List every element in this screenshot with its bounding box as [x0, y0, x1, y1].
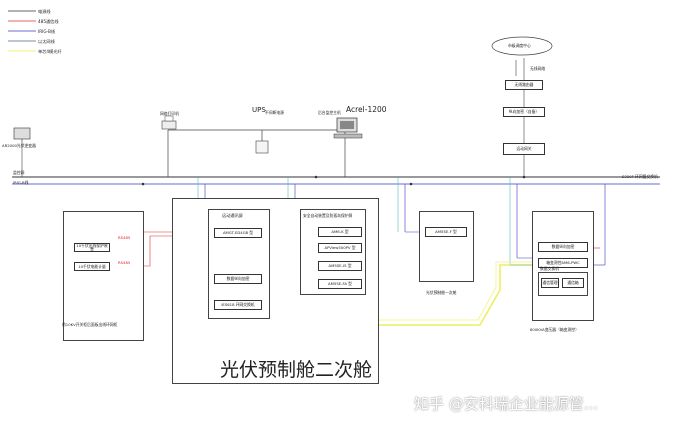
remote-device-2: 数据纵向加密: [214, 274, 262, 284]
printer-icon: [161, 115, 177, 130]
protection-panel-title: 安全自动装置及防孤岛保护屏: [303, 213, 353, 218]
transformer-device-5-label: 数据交换机: [540, 266, 559, 271]
left-cabinet: [63, 211, 144, 341]
transformer-device-3: 通信管理: [541, 278, 559, 288]
transformer-device-4: 通信箱: [562, 278, 584, 288]
wireless-network-label: 无线网络: [530, 66, 546, 71]
pv-device: AM5SE-F 型: [425, 227, 467, 237]
watermark: 知乎 @安科瑞企业能源管...: [414, 395, 599, 413]
protection-device-3: AM5SE-IS 型: [318, 261, 362, 271]
acrel-prefix-label: 后台监控主机: [318, 110, 341, 115]
acrel-model-label: Acrel-1200: [346, 105, 387, 114]
left-device-2-label: 10千伏电能计量: [78, 263, 106, 269]
dispatch-cloud-icon: [491, 36, 553, 56]
left-device-2: 10千伏电能计量: [74, 262, 110, 271]
wireless-router-box: 无线路由器: [505, 80, 543, 90]
remote-device-3: IES618 环网交换机: [214, 300, 262, 310]
remote-gateway-box: 远动网关: [503, 143, 545, 155]
pv-cabinet-title: 光伏预制舱一次舱: [426, 290, 457, 295]
satellite-icon: [13, 127, 31, 145]
remote-device-1-label: AMGT-ED4G8 型: [222, 230, 254, 235]
protection-device-4: AM5SE-FA 型: [318, 279, 362, 289]
legend-item-power: 电源线: [38, 9, 51, 14]
legend-item-fiber: 单芯4模光纤: [38, 49, 62, 54]
computer-icon: [333, 117, 363, 139]
transformer-device-1: 数据纵向加密: [538, 242, 588, 252]
printer-label: 网络打印机: [160, 111, 179, 116]
left-rs485-label-1: RS485: [118, 235, 131, 240]
protection-device-4-label: AM5SE-FA 型: [328, 281, 352, 286]
protection-device-2-label: APView500PV 型: [324, 245, 356, 250]
remote-gateway-label: 远动网关: [516, 146, 532, 151]
pv-device-label: AM5SE-F 型: [435, 229, 457, 234]
legend-item-rs485: 485通信线: [38, 19, 59, 24]
left-device-1: 10千伏出线保护装置: [74, 243, 110, 252]
wireless-router-label: 无线路由器: [514, 82, 534, 87]
remote-device-1: AMGT-ED4G8 型: [214, 228, 262, 238]
protection-device-2: APView500PV 型: [318, 243, 362, 253]
remote-device-3-label: IES618 环网交换机: [221, 302, 255, 307]
protection-device-1: AM6-K 型: [318, 227, 362, 237]
bus-label-monitor: 监控网: [13, 170, 25, 175]
legend-item-irig: IRIG-B线: [38, 29, 56, 34]
ups-label: UPS: [252, 106, 266, 114]
protection-device-1-label: AM6-K 型: [331, 229, 349, 234]
transformer-device-3-label: 通信管理: [542, 280, 558, 285]
transformer-device-2: 箱变测控AM6-PWC: [538, 258, 588, 268]
transformer-device-2-label: 箱变测控AM6-PWC: [546, 260, 580, 265]
dispatch-center-label: 市级调度中心: [508, 43, 531, 48]
transformer-device-4-label: 通信箱: [567, 280, 579, 285]
switch-label: S320F 环网管交换机: [622, 174, 658, 179]
ups-icon: [255, 140, 269, 154]
left-device-1-label: 10千伏出线保护装置: [76, 242, 108, 252]
ups-sub-label: 不间断电源: [265, 110, 284, 115]
transformer-device-1-label: 数据纵向加密: [551, 244, 575, 249]
main-cabinet-title: 光伏预制舱二次舱: [220, 359, 373, 381]
encryption-label: 纵向加密（自备）: [508, 109, 540, 114]
legend-item-ethernet: 以太网线: [38, 39, 55, 44]
left-cabinet-title: 前10KV开关柜后面板出线环网柜: [62, 322, 118, 327]
encryption-box: 纵向加密（自备）: [503, 107, 545, 117]
remote-panel-title: 远动通讯屏: [222, 213, 243, 218]
remote-device-2-label: 数据纵向加密: [226, 276, 250, 281]
left-device-label: AR2000光伏逆变器: [2, 143, 36, 148]
pv-cabinet: [419, 211, 474, 282]
bus-label-irig: IRIG-B线: [13, 180, 29, 185]
transformer-title: 800KVA变压器（箱变测控）: [530, 327, 579, 332]
protection-device-3-label: AM5SE-IS 型: [328, 263, 352, 268]
left-rs485-label-2: RS485: [118, 260, 131, 265]
